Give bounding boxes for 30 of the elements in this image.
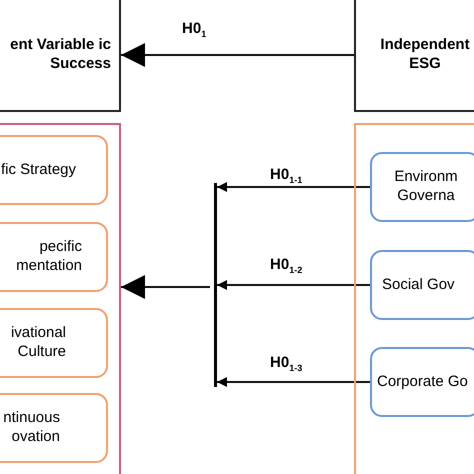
node-label: Independent ESG [379, 36, 471, 74]
node-label: ivational Culture [10, 324, 66, 362]
edge-label: H0$_{1-1}$ [268, 166, 304, 185]
group-container [354, 123, 474, 474]
rounded-box [0, 222, 108, 292]
node-label: Corporate Go [377, 372, 468, 392]
node-label: Environm Governa [393, 168, 459, 206]
group-container [0, 123, 121, 474]
rounded-box [370, 152, 474, 222]
arrow [217, 280, 370, 290]
edge-label: H0$_{1-2}$ [268, 256, 304, 275]
rounded-box [370, 250, 474, 320]
arrow [121, 43, 354, 67]
arrow [121, 275, 210, 299]
rounded-box [0, 393, 108, 463]
rounded-box [370, 347, 474, 417]
node-label: ntinuous ovation [2, 409, 60, 447]
node-label: fic Strategy [0, 160, 76, 180]
node-label: Social Gov [382, 276, 455, 294]
variable-box [0, 0, 121, 112]
edge-label: H0$_{1-3}$ [268, 354, 304, 373]
arrow [217, 182, 370, 192]
arrow [217, 377, 370, 387]
node-label: ent Variable ic Success [9, 36, 111, 74]
variable-box [354, 0, 474, 112]
edge-label: H0$_{1}$ [180, 20, 208, 39]
rounded-box [0, 308, 108, 378]
node-label: pecific mentation [15, 238, 82, 276]
junction-line [214, 183, 217, 387]
rounded-box [0, 135, 108, 205]
